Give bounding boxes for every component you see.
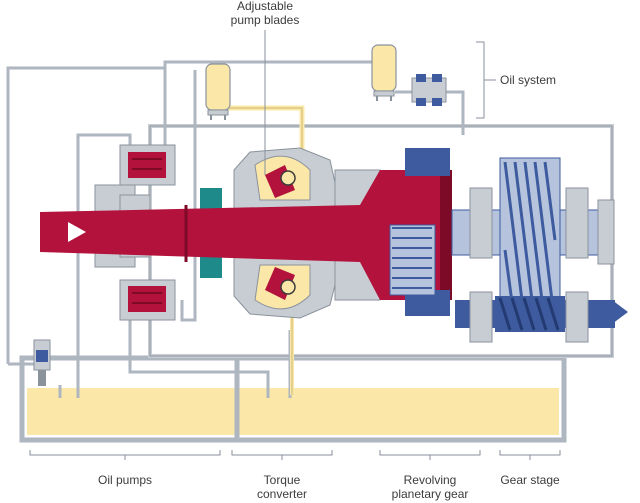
label-torque-converter-line-1: Torque: [263, 473, 301, 487]
oil-filter-left: [205, 63, 231, 120]
label-planetary-gear-line-1: Revolving: [403, 473, 457, 487]
pump-blades-top: [254, 155, 311, 201]
pump-rotor-top: [128, 152, 166, 178]
planetary-gear: [389, 148, 450, 316]
label-planetary-gear: Revolving planetary gear: [370, 473, 490, 501]
pump-blades-bottom: [254, 264, 311, 310]
label-planetary-gear-line-2: planetary gear: [391, 487, 469, 501]
arrow-right-icon: [68, 222, 86, 242]
label-torque-converter-line-2: converter: [256, 487, 308, 501]
arrow-right-icon: [612, 300, 628, 324]
oil-filter-right: [371, 44, 397, 101]
oil-pump-unit: [33, 339, 51, 386]
label-adjustable-pump-blades: Adjustable pump blades: [205, 0, 325, 27]
housing-frame: [148, 124, 614, 358]
label-adjustable-pump-blades-line-1: Adjustable: [236, 0, 294, 13]
label-adjustable-pump-blades-line-2: pump blades: [230, 13, 300, 27]
gear-stage: [495, 157, 565, 332]
pump-rotor-bottom: [128, 286, 166, 312]
label-torque-converter: Torque converter: [232, 473, 332, 501]
label-gear-stage: Gear stage: [500, 473, 560, 487]
label-oil-system: Oil system: [500, 73, 557, 87]
input-shaft: [40, 170, 452, 300]
label-oil-pumps: Oil pumps: [97, 473, 153, 487]
output-bearings: [469, 187, 615, 343]
oil-cooler: [411, 74, 447, 106]
annotation-lines: [29, 30, 561, 460]
